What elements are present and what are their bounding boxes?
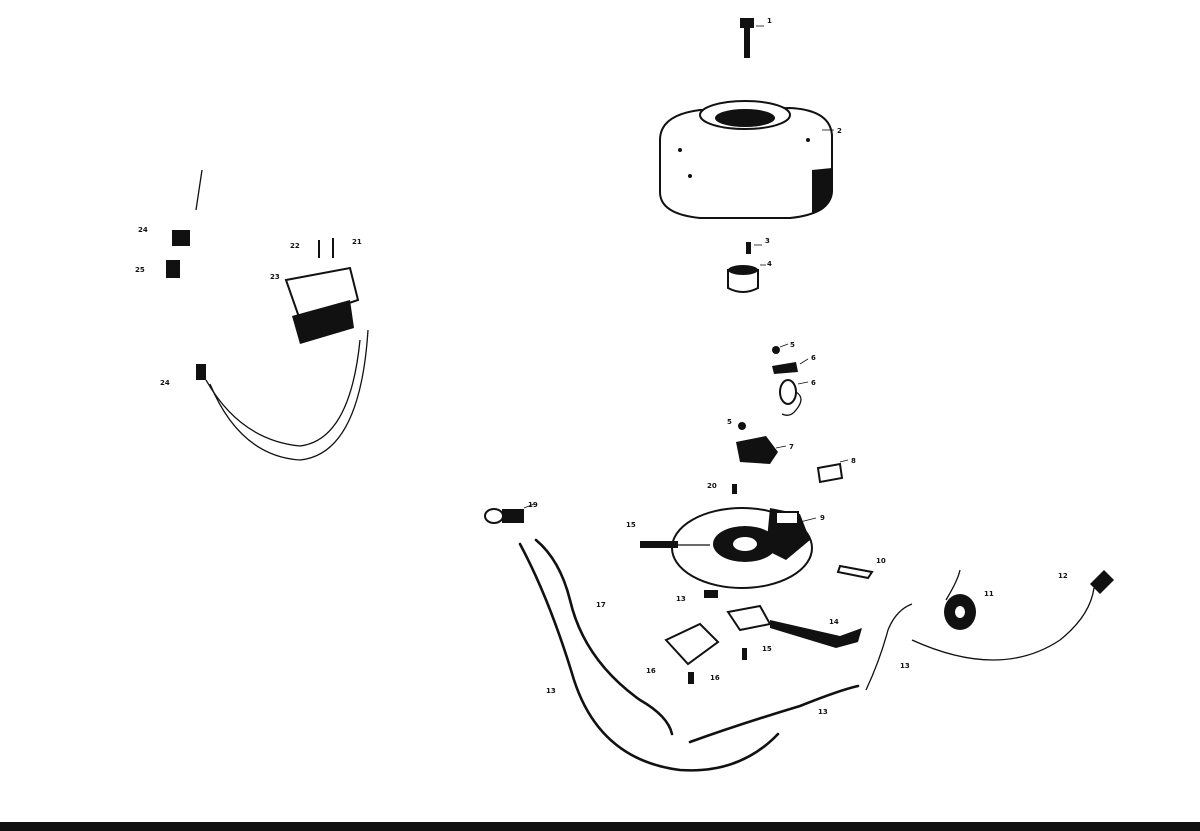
part-15-spring xyxy=(640,541,710,548)
callout-15b: 15 xyxy=(762,645,772,653)
bottom-border-bar xyxy=(0,822,1200,831)
part-6-condenser xyxy=(779,379,809,416)
part-13-wire-a xyxy=(518,542,780,772)
part-10-felt xyxy=(836,564,874,580)
part-15-screw xyxy=(742,648,747,660)
part-4-nut xyxy=(727,264,766,293)
part-16-cover xyxy=(664,622,720,666)
callout-8: 8 xyxy=(851,457,856,465)
part-17-wire xyxy=(534,538,674,736)
callout-13b: 13 xyxy=(900,662,910,670)
part-14-bracket xyxy=(726,604,862,648)
callout-5b: 5 xyxy=(727,418,732,426)
part-11-coil xyxy=(944,569,976,630)
callout-19: 19 xyxy=(528,501,538,509)
callout-5a: 5 xyxy=(790,341,795,349)
callout-1: 1 xyxy=(767,17,772,25)
callout-13a: 13 xyxy=(676,595,686,603)
part-25-sleeve xyxy=(166,260,180,278)
callout-11: 11 xyxy=(984,590,994,598)
callout-21: 21 xyxy=(352,238,362,246)
part-13-connector xyxy=(704,590,718,598)
part-5-screw-a xyxy=(772,343,789,354)
left-wire-harness xyxy=(205,329,369,461)
part-16-screw xyxy=(688,672,694,684)
part-7-contact-points xyxy=(736,436,787,464)
callout-24b: 24 xyxy=(160,379,170,387)
part-2-flywheel xyxy=(659,100,834,219)
callout-15: 15 xyxy=(626,521,636,529)
part-5-screw-b xyxy=(738,422,746,430)
callout-9: 9 xyxy=(820,514,825,522)
callout-14: 14 xyxy=(829,618,839,626)
part-3-key xyxy=(746,242,762,254)
part-13-wire-c xyxy=(865,603,913,691)
callout-13c: 13 xyxy=(546,687,556,695)
part-19-terminal xyxy=(484,503,535,524)
callout-16a: 16 xyxy=(646,667,656,675)
callout-20: 20 xyxy=(707,482,717,490)
part-9-stator-plate xyxy=(671,507,817,589)
part-24-lower-connector xyxy=(196,364,206,380)
part-13-wire-b xyxy=(688,684,860,744)
callout-labels: 1 2 3 4 5 6 6 5 7 8 20 9 15 19 10 11 12 … xyxy=(135,17,1068,716)
part-23-coil-assembly xyxy=(284,266,360,344)
part-20-screw xyxy=(732,484,737,494)
callout-3: 3 xyxy=(765,237,770,245)
callout-22: 22 xyxy=(290,242,300,250)
callout-24a: 24 xyxy=(138,226,148,234)
callout-2: 2 xyxy=(837,127,842,135)
callout-7: 7 xyxy=(789,443,794,451)
part-12-spark-plug-wire xyxy=(911,570,1114,661)
callout-17: 17 xyxy=(596,601,606,609)
callout-12: 12 xyxy=(1058,572,1068,580)
part-8-felt-pad xyxy=(816,459,849,484)
part-1-screw xyxy=(740,18,764,58)
callout-23: 23 xyxy=(270,273,280,281)
callout-6a: 6 xyxy=(811,354,816,362)
callout-16b: 16 xyxy=(710,674,720,682)
callout-10: 10 xyxy=(876,557,886,565)
callout-25: 25 xyxy=(135,266,145,274)
part-6-clip xyxy=(772,358,809,374)
callout-6b: 6 xyxy=(811,379,816,387)
callout-13d: 13 xyxy=(818,708,828,716)
callout-4: 4 xyxy=(767,260,772,268)
part-21-22-pins xyxy=(318,238,334,258)
part-24-connector-wire xyxy=(172,169,203,246)
